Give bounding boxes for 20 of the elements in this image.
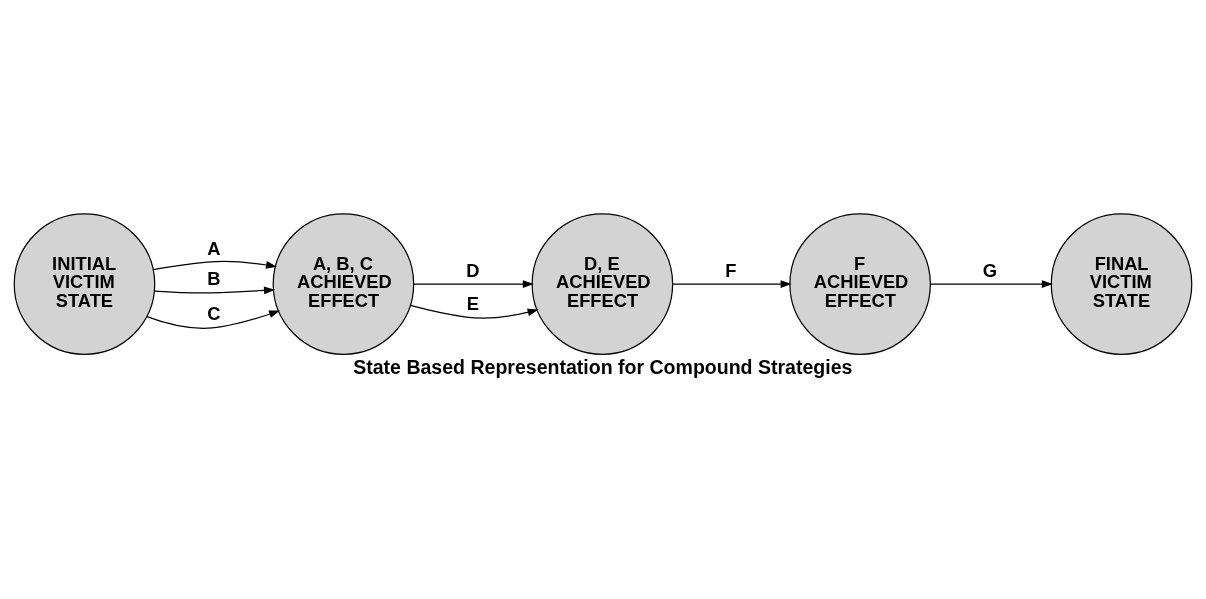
arrow <box>672 279 792 288</box>
arrow <box>413 279 534 288</box>
arrow <box>146 309 281 329</box>
caption: State Based Representation for Compound Strategies <box>353 355 853 378</box>
edge-label: A <box>207 237 221 259</box>
edge-label: F <box>725 259 737 281</box>
node-circle: A, B, C ACHIEVED EFFECT <box>272 212 415 355</box>
edge-label: C <box>207 302 221 324</box>
node-circle: INITIAL VICTIM STATE <box>13 212 156 355</box>
edge-label: E <box>466 292 480 314</box>
arrow <box>409 304 539 319</box>
edge-label: D <box>466 259 480 281</box>
node-circle: F ACHIEVED EFFECT <box>789 212 931 355</box>
arrow <box>154 286 275 294</box>
node-circle: FINAL VICTIM STATE <box>1050 212 1193 355</box>
arrow <box>929 279 1053 288</box>
edge-label: B <box>207 267 221 289</box>
node-circle: D, E ACHIEVED EFFECT <box>531 212 674 355</box>
edge-label: G <box>982 259 998 281</box>
arrow <box>152 260 277 270</box>
